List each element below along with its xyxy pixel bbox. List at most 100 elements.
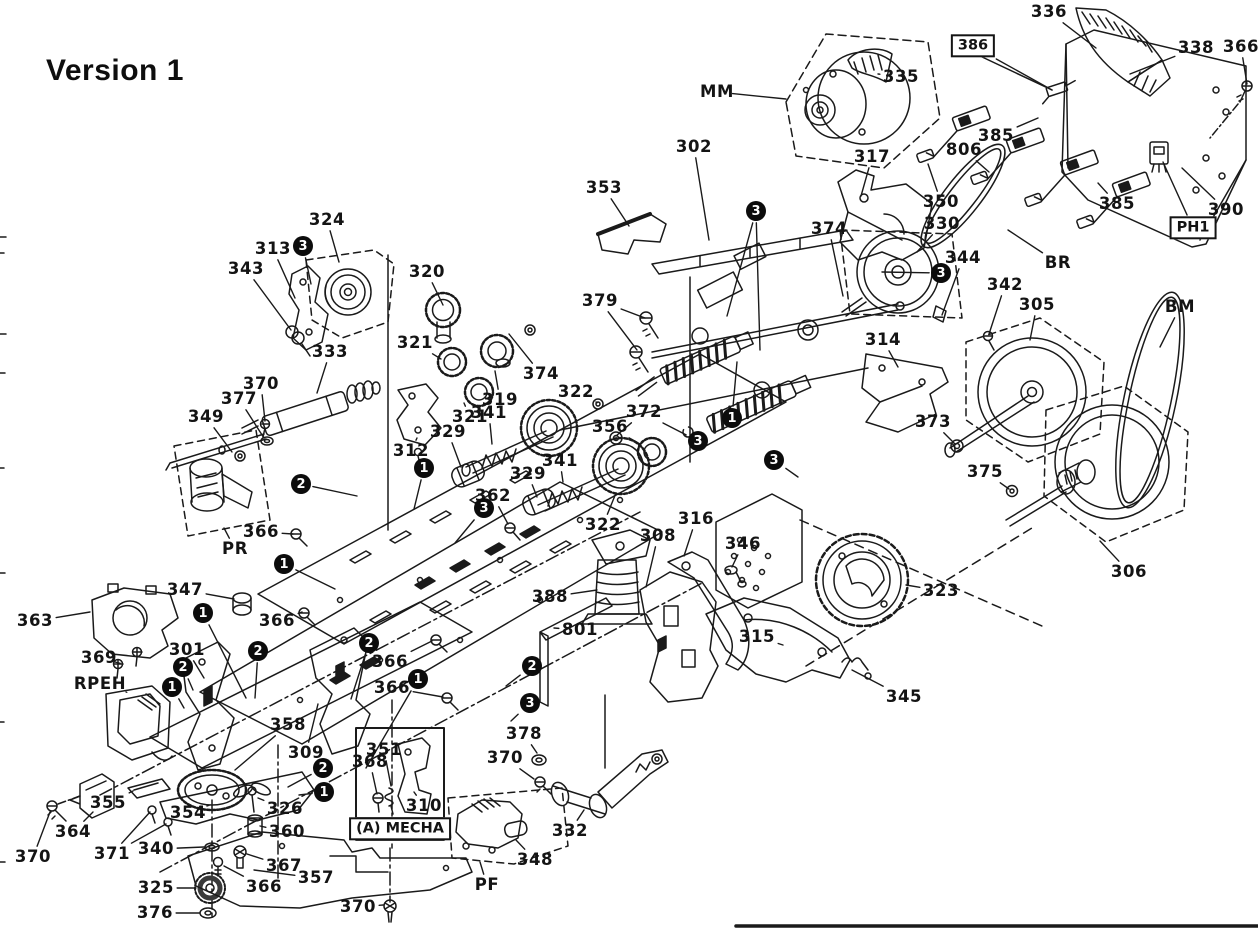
part-label-370: 370 [242, 373, 280, 393]
part-label-360: 360 [268, 821, 306, 841]
part-label-353: 353 [585, 177, 623, 197]
part-label-355: 355 [89, 792, 127, 812]
part-label-mm: MM [699, 81, 735, 101]
part-label-358: 358 [269, 714, 307, 734]
part-label-313: 313 [254, 238, 292, 258]
part-label-308: 308 [639, 525, 677, 545]
part-label-364: 364 [54, 821, 92, 841]
callout-marker-1: 1 [722, 408, 742, 428]
plunger-a [632, 330, 754, 397]
part-label-324: 324 [308, 209, 346, 229]
callout-marker-3: 3 [764, 450, 784, 470]
mode-gear-358 [178, 770, 246, 810]
part-label-354: 354 [169, 802, 207, 822]
lever-315 [706, 598, 871, 682]
switch-386 [1038, 79, 1078, 104]
part-label-366: 366 [373, 677, 411, 697]
bracket-312 [397, 384, 441, 445]
spring-343 [302, 344, 310, 356]
callout-marker-3: 3 [931, 263, 951, 283]
part-label-372: 372 [625, 401, 663, 421]
part-label-343: 343 [227, 258, 265, 278]
part-label-378: 378 [505, 723, 543, 743]
holder-363 [92, 588, 178, 658]
screw-366-top-right [1210, 81, 1252, 138]
part-label-341: 341 [541, 450, 579, 470]
head-rpeh [106, 686, 170, 760]
part-label-326: 326 [266, 798, 304, 818]
part-label-375: 375 [966, 461, 1004, 481]
solenoid-388 [582, 530, 652, 624]
callout-marker-2: 2 [291, 474, 311, 494]
callout-marker-1: 1 [193, 603, 213, 623]
callout-marker-2: 2 [313, 758, 333, 778]
part-label-314: 314 [864, 329, 902, 349]
part-label-348: 348 [516, 849, 554, 869]
bracket-308-316 [640, 552, 749, 702]
part-label-346: 346 [724, 533, 762, 553]
chassis-plates [100, 255, 786, 920]
callout-marker-3: 3 [293, 236, 313, 256]
callout-marker-2: 2 [248, 641, 268, 661]
part-label-369: 369 [80, 647, 118, 667]
part-label-312: 312 [392, 440, 430, 460]
part-label-310: 310 [405, 795, 443, 815]
flywheel-306 [1006, 386, 1188, 542]
part-label-366: 366 [371, 651, 409, 671]
bottom-left-parts [47, 770, 314, 918]
callout-marker-1: 1 [314, 782, 334, 802]
part-label-390: 390 [1207, 199, 1245, 219]
motor-348 [456, 800, 522, 848]
callout-marker-3: 3 [520, 693, 540, 713]
part-label-366: 366 [245, 876, 283, 896]
part-label-338: 338 [1177, 37, 1215, 57]
part-label-319: 319 [481, 389, 519, 409]
part-label-385: 385 [977, 125, 1015, 145]
part-label-801: 801 [561, 619, 599, 639]
flywheel-305 [945, 318, 1104, 462]
gear-disc-323 [800, 520, 1042, 666]
part-label-316: 316 [677, 508, 715, 528]
part-label-376: 376 [136, 902, 174, 922]
callout-marker-2: 2 [522, 656, 542, 676]
part-label-377: 377 [220, 388, 258, 408]
part-label-344: 344 [944, 247, 982, 267]
boxed-label-386: 386 [950, 34, 996, 58]
spring-345 [842, 658, 868, 670]
part-label-305: 305 [1018, 294, 1056, 314]
part-label-330: 330 [923, 213, 961, 233]
pinch-roller-box-pr [174, 430, 270, 536]
part-label-320: 320 [408, 261, 446, 281]
part-label-370: 370 [14, 846, 52, 866]
part-label-322: 322 [557, 381, 595, 401]
spring-screw-351 [385, 788, 393, 814]
part-label-806: 806 [945, 139, 983, 159]
callout-marker-1: 1 [414, 458, 434, 478]
part-label-340: 340 [137, 838, 175, 858]
part-label-342: 342 [986, 274, 1024, 294]
part-label-301: 301 [168, 639, 206, 659]
bracket-310 [398, 738, 431, 814]
part-label-379: 379 [581, 290, 619, 310]
callout-marker-3: 3 [474, 498, 494, 518]
part-label-rpeh: RPEH [73, 673, 127, 693]
part-label-325: 325 [137, 877, 175, 897]
leader-lines [37, 23, 1247, 913]
part-label-321: 321 [451, 406, 489, 426]
bracket-317 [838, 170, 932, 260]
part-label-329: 329 [509, 463, 547, 483]
callout-marker-2: 2 [173, 657, 193, 677]
part-label-302: 302 [675, 136, 713, 156]
lever-301 [182, 642, 234, 770]
callout-marker-1: 1 [408, 669, 428, 689]
part-label-351: 351 [365, 739, 403, 759]
part-label-349: 349 [187, 406, 225, 426]
main-motor-mm [786, 34, 940, 168]
lever-313 [289, 266, 328, 350]
page-title: Version 1 [46, 54, 184, 87]
belt-bm [1102, 287, 1199, 513]
part-label-336: 336 [1030, 1, 1068, 21]
part-label-388: 388 [531, 586, 569, 606]
